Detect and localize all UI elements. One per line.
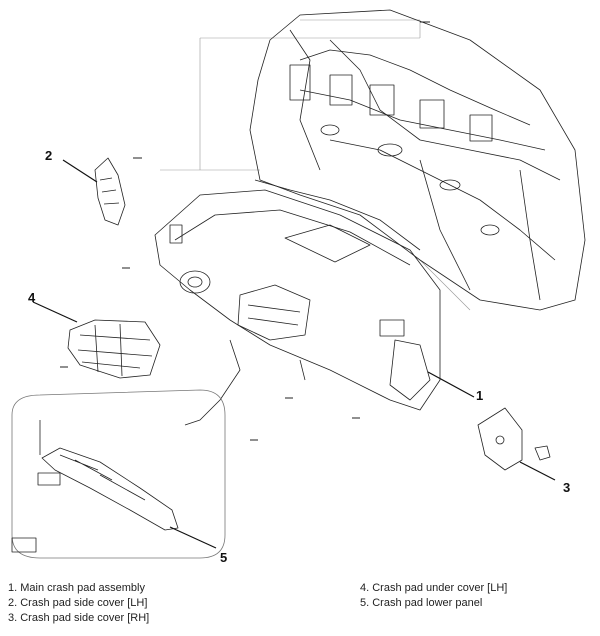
legend-item-3: 3. Crash pad side cover [RH]: [8, 612, 150, 624]
vehicle-body-structure: [249, 9, 586, 311]
legend-right-column: 4. Crash pad under cover [LH] 5. Crash p…: [360, 581, 507, 611]
crash-pad-lower-panel: [11, 389, 226, 559]
callout-2: 2: [45, 148, 53, 163]
callout-3: 3: [563, 480, 571, 495]
leader-lines: [32, 159, 556, 549]
main-crash-pad-assembly: [154, 189, 441, 426]
fasteners: [60, 21, 430, 441]
legend-item-1: 1. Main crash pad assembly: [8, 582, 145, 594]
legend-item-5: 5. Crash pad lower panel: [360, 597, 483, 609]
crash-pad-under-cover-lh: [67, 319, 161, 379]
legend-item-4: 4. Crash pad under cover [LH]: [360, 582, 508, 594]
callout-5: 5: [220, 550, 228, 565]
crash-pad-side-cover-lh: [94, 157, 126, 226]
callout-1: 1: [476, 388, 484, 403]
callout-4: 4: [28, 290, 36, 305]
exploded-view-illustration: [11, 9, 586, 559]
legend-left-column: 1. Main crash pad assembly 2. Crash pad …: [8, 581, 149, 626]
reference-lines: [160, 19, 471, 311]
crash-pad-side-cover-rh: [477, 407, 551, 471]
legend-item-2: 2. Crash pad side cover [LH]: [8, 597, 148, 609]
